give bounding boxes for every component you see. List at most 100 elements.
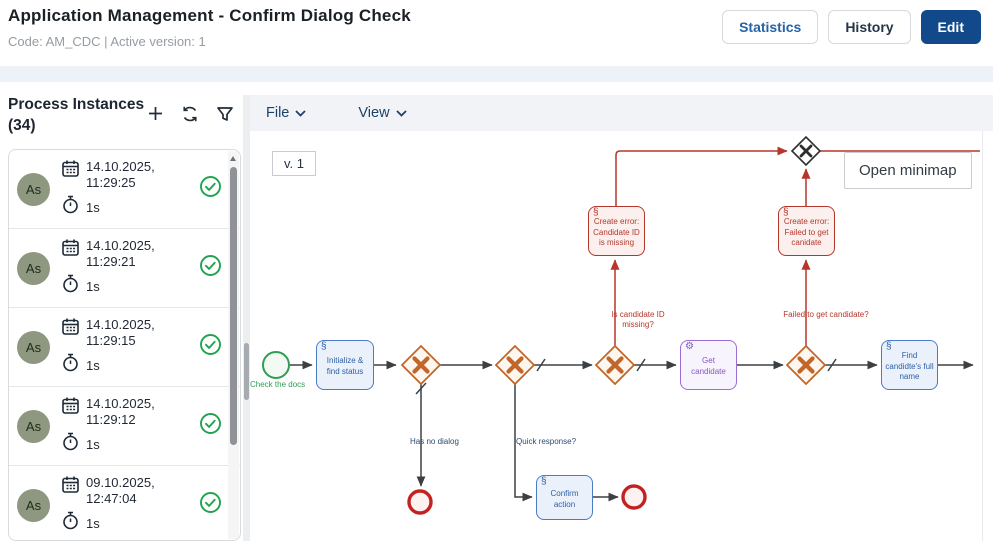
task-label: Get candidate bbox=[691, 356, 726, 376]
chevron-down-icon bbox=[395, 105, 407, 121]
success-icon bbox=[199, 254, 222, 282]
end-event-confirmed[interactable] bbox=[621, 484, 647, 510]
splitter-handle[interactable] bbox=[244, 343, 249, 400]
instance-details: 09.10.2025, 12:47:04 1s bbox=[61, 475, 155, 536]
view-menu[interactable]: View bbox=[358, 105, 407, 121]
instance-duration: 1s bbox=[86, 357, 100, 373]
add-instance-button[interactable] bbox=[145, 105, 165, 125]
success-icon bbox=[199, 175, 222, 203]
instance-time: 11:29:12 bbox=[86, 412, 136, 427]
top-merge-gateway-x-icon bbox=[799, 144, 813, 158]
gateway-4-x-icon bbox=[797, 356, 815, 374]
end-event-no-dialog[interactable] bbox=[407, 489, 433, 515]
instance-datetime: 09.10.2025, 12:47:04 bbox=[86, 475, 155, 508]
avatar: As bbox=[17, 251, 50, 285]
instance-datetime: 14.10.2025, 11:29:21 bbox=[86, 238, 155, 271]
edit-button[interactable]: Edit bbox=[920, 10, 981, 44]
start-event-label: Check the docs bbox=[250, 380, 306, 389]
success-icon bbox=[199, 491, 222, 519]
instance-list-item[interactable]: As 14.10.2025, 11:29:15 bbox=[9, 308, 240, 387]
gateway-group bbox=[400, 135, 827, 386]
instance-details: 14.10.2025, 11:29:21 1s bbox=[61, 238, 155, 299]
header-buttons: Statistics History Edit bbox=[722, 6, 983, 44]
chevron-down-icon bbox=[295, 105, 307, 121]
open-minimap-button[interactable]: Open minimap bbox=[844, 152, 972, 189]
instance-list: As 14.10.2025, 11:29:25 bbox=[9, 150, 240, 540]
instance-time: 11:29:15 bbox=[86, 333, 136, 348]
bpmn-canvas[interactable]: v. 1 Open minimap § Initialize & find st… bbox=[250, 131, 983, 541]
scrollbar-thumb[interactable] bbox=[230, 167, 237, 445]
task-create-error-candidate-id[interactable]: § Create error: Candidate ID is missing bbox=[588, 206, 645, 256]
list-scrollbar[interactable] bbox=[228, 151, 239, 539]
instance-details: 14.10.2025, 11:29:15 1s bbox=[61, 317, 155, 378]
collapsed-panel-band[interactable] bbox=[0, 66, 993, 82]
history-button[interactable]: History bbox=[828, 10, 911, 44]
instance-list-item[interactable]: As 14.10.2025, 11:29:21 bbox=[9, 229, 240, 308]
task-label: Initialize & find status bbox=[326, 356, 364, 376]
instance-time: 11:29:21 bbox=[86, 254, 136, 269]
diagram-menubar: File View bbox=[250, 95, 993, 131]
plus-icon bbox=[147, 105, 164, 125]
gateway-3-x-icon bbox=[606, 356, 624, 374]
flow-label-has-no-dialog: Has no dialog bbox=[410, 437, 459, 446]
instance-duration: 1s bbox=[86, 199, 100, 215]
instance-details: 14.10.2025, 11:29:12 1s bbox=[61, 396, 155, 457]
stopwatch-icon bbox=[61, 195, 80, 219]
view-menu-label: View bbox=[358, 105, 390, 121]
refresh-button[interactable] bbox=[180, 105, 200, 125]
instance-list-item[interactable]: As 09.10.2025, 12:47:04 bbox=[9, 466, 240, 540]
script-task-icon: § bbox=[783, 207, 789, 218]
avatar: As bbox=[17, 330, 50, 364]
stopwatch-icon bbox=[61, 274, 80, 298]
flow-gw2-to-confirm bbox=[514, 384, 533, 502]
instance-date: 14.10.2025, bbox=[86, 237, 155, 253]
task-confirm-action[interactable]: § Confirm action bbox=[536, 475, 593, 520]
content-row: Process Instances (34) bbox=[0, 95, 993, 541]
success-icon bbox=[199, 412, 222, 440]
instance-datetime: 14.10.2025, 11:29:15 bbox=[86, 317, 155, 350]
task-label: Find candidte's full name bbox=[885, 350, 934, 382]
success-icon bbox=[199, 333, 222, 361]
bpmn-flows-layer bbox=[262, 135, 980, 515]
start-event[interactable] bbox=[262, 351, 290, 379]
file-menu-label: File bbox=[266, 105, 290, 121]
instance-list-item[interactable]: As 14.10.2025, 11:29:12 bbox=[9, 387, 240, 466]
refresh-icon bbox=[181, 105, 199, 126]
default-flow-slash bbox=[636, 358, 646, 372]
calendar-icon bbox=[61, 475, 80, 499]
filter-icon bbox=[216, 105, 234, 126]
instance-date: 14.10.2025, bbox=[86, 158, 155, 174]
calendar-icon bbox=[61, 159, 80, 183]
flow-label-is-candidate-missing: Is candidate ID missing? bbox=[611, 310, 665, 330]
task-create-error-failed-get[interactable]: § Create error: Failed to get canidate bbox=[778, 206, 835, 256]
script-task-icon: § bbox=[541, 476, 547, 487]
filter-button[interactable] bbox=[215, 105, 235, 125]
statistics-button[interactable]: Statistics bbox=[722, 10, 819, 44]
version-badge: v. 1 bbox=[272, 151, 316, 176]
page-subtitle: Code: AM_CDC | Active version: 1 bbox=[8, 34, 206, 49]
file-menu[interactable]: File bbox=[266, 105, 307, 121]
instance-datetime: 14.10.2025, 11:29:25 bbox=[86, 159, 155, 192]
panel-splitter[interactable] bbox=[243, 95, 250, 541]
stopwatch-icon bbox=[61, 432, 80, 456]
script-task-icon: § bbox=[321, 341, 327, 352]
calendar-icon bbox=[61, 317, 80, 341]
flow-label-quick-response: Quick response? bbox=[516, 437, 577, 446]
sidebar-actions bbox=[145, 95, 235, 125]
scroll-up-arrow[interactable] bbox=[230, 156, 236, 161]
diagram-panel: File View bbox=[250, 95, 993, 541]
instance-duration: 1s bbox=[86, 436, 100, 452]
page-header: Application Management - Confirm Dialog … bbox=[0, 0, 993, 62]
stopwatch-icon bbox=[61, 353, 80, 377]
avatar: As bbox=[17, 488, 50, 522]
gateway-1-x-icon bbox=[412, 356, 430, 374]
task-initialize-find-status[interactable]: § Initialize & find status bbox=[316, 340, 374, 390]
task-get-candidate[interactable]: ⚙ Get candidate bbox=[680, 340, 737, 390]
calendar-icon bbox=[61, 396, 80, 420]
calendar-icon bbox=[61, 238, 80, 262]
script-task-icon: § bbox=[886, 341, 892, 352]
task-find-candidate-name[interactable]: § Find candidte's full name bbox=[881, 340, 938, 390]
instance-list-item[interactable]: As 14.10.2025, 11:29:25 bbox=[9, 150, 240, 229]
flow-error1-to-top-gateway bbox=[615, 146, 788, 206]
page-title: Application Management - Confirm Dialog … bbox=[8, 6, 411, 25]
